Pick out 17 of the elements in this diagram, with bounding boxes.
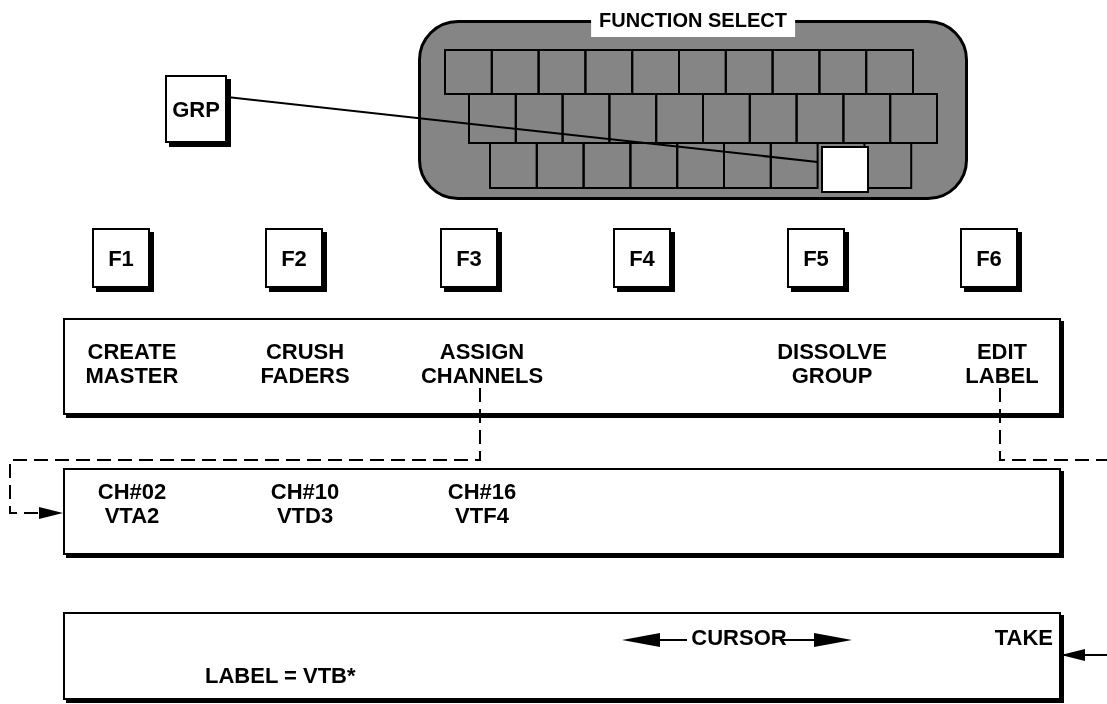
softkey-label: DISSOLVE GROUP: [762, 340, 902, 390]
display-panel: [63, 318, 1061, 415]
softkey-label: ASSIGN CHANNELS: [412, 340, 552, 390]
display-text: TAKE: [993, 626, 1053, 650]
display-text: CH#02 VTA2: [96, 480, 168, 528]
softkey-label: CREATE MASTER: [62, 340, 202, 390]
connector-line: [999, 387, 1107, 461]
display-panel: [63, 468, 1061, 555]
display-text: CURSOR: [690, 626, 788, 650]
highlighted-key: [820, 146, 870, 193]
display-panel: [63, 612, 1061, 700]
softkey-label: CRUSH FADERS: [235, 340, 375, 390]
display-text: LABEL = VTB*: [205, 664, 357, 688]
arrow: [9, 387, 481, 519]
softkey-label: EDIT LABEL: [942, 340, 1062, 390]
display-text: CH#16 VTF4: [446, 480, 518, 528]
display-text: CH#10 VTD3: [269, 480, 341, 528]
